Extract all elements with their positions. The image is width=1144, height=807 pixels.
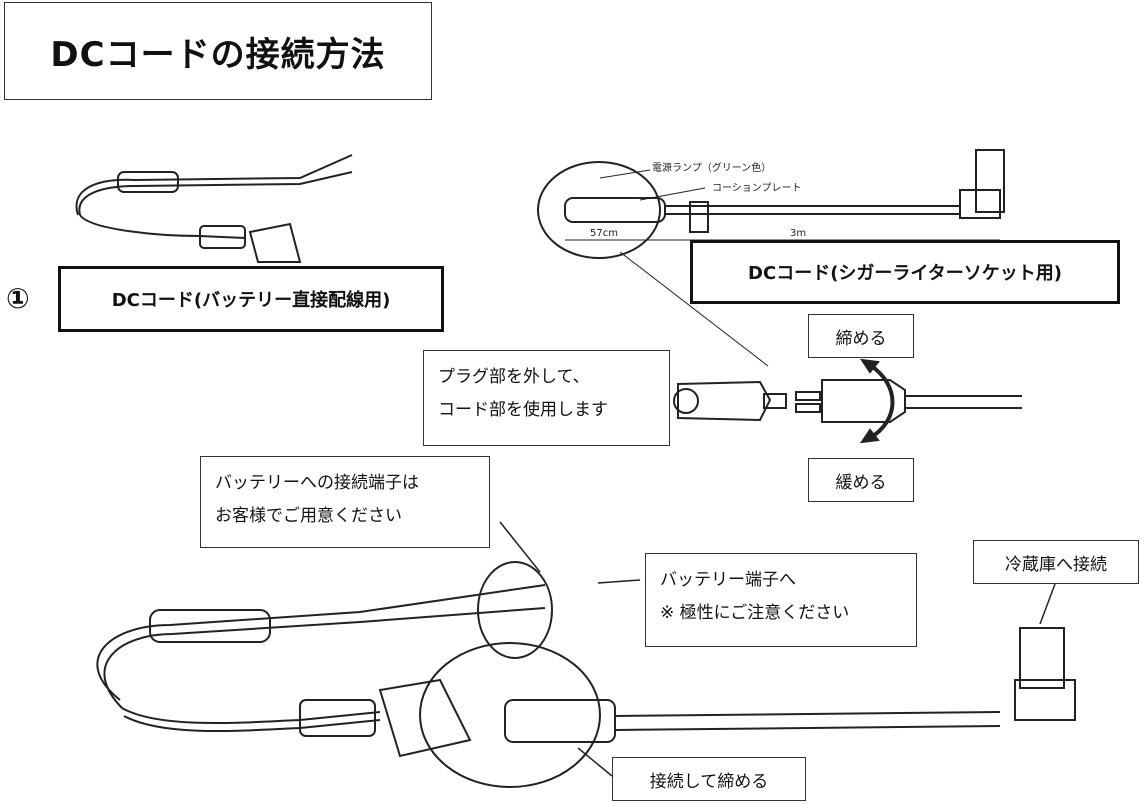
- battery-note-line2: ※ 極性にご注意ください: [660, 603, 850, 623]
- step-number: ①: [6, 282, 30, 315]
- caution-plate-text: コーションプレート: [712, 182, 802, 194]
- dim-57-text: 57cm: [590, 228, 618, 239]
- plug-note-line1: プラグ部を外して、: [438, 367, 590, 387]
- terminal-note-line1: バッテリーへの接続端子は: [215, 473, 419, 493]
- tighten-label: 締める: [808, 314, 914, 358]
- small-direct-cord: [75, 154, 353, 263]
- power-lamp-text: 電源ランプ（グリーン色）: [652, 161, 771, 174]
- large-direct-cord: [96, 521, 1076, 788]
- dim-3m-text: 3m: [790, 228, 806, 239]
- direct-wiring-label: DCコード(バッテリー直接配線用): [58, 266, 444, 332]
- loosen-label: 緩める: [808, 458, 914, 502]
- fridge-connect-label: 冷蔵庫へ接続: [973, 540, 1139, 584]
- terminal-note-line2: お客様でご用意ください: [215, 506, 402, 526]
- plug-removal-note: プラグ部を外して、 コード部を使用します: [423, 350, 670, 446]
- battery-terminal-note: バッテリー端子へ ※ 極性にご注意ください: [645, 553, 917, 647]
- page-title: DCコードの接続方法: [4, 2, 432, 100]
- cigar-socket-label: DCコード(シガーライターソケット用): [690, 240, 1120, 304]
- terminal-note: バッテリーへの接続端子は お客様でご用意ください: [200, 456, 490, 548]
- battery-note-line1: バッテリー端子へ: [660, 570, 796, 590]
- connect-tighten-label: 接続して締める: [612, 757, 806, 801]
- plug-note-line2: コード部を使用します: [438, 400, 608, 420]
- plug-detail: [673, 358, 1022, 444]
